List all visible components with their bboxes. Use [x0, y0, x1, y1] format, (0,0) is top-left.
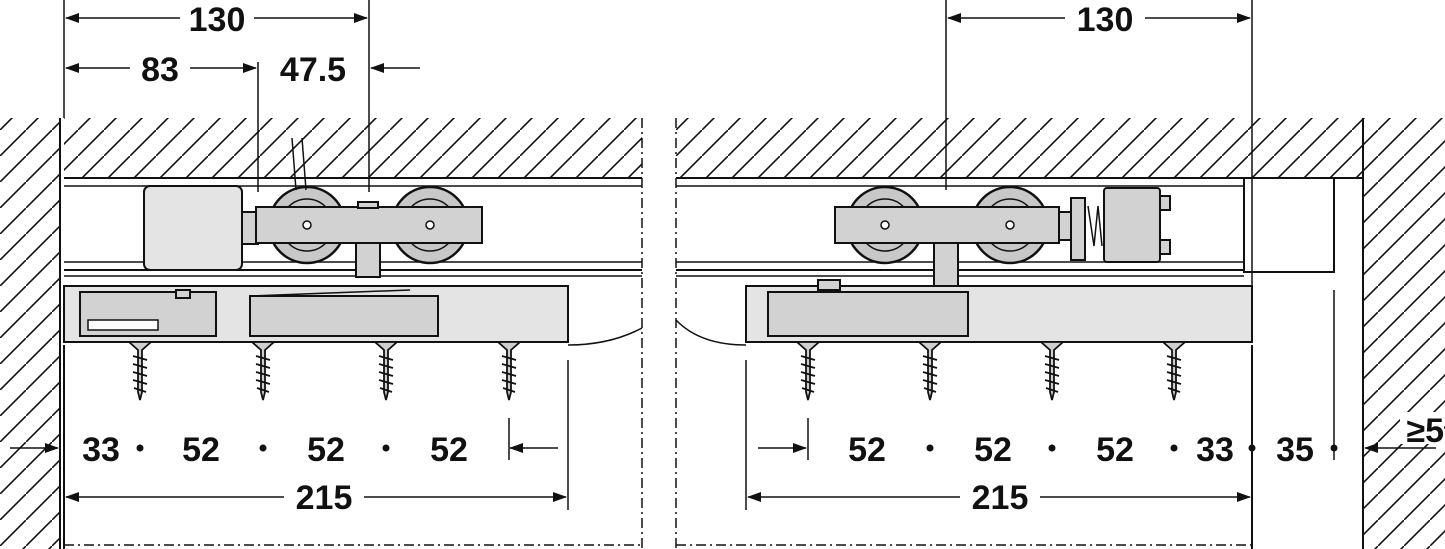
left-dim-130: 130: [189, 1, 246, 39]
right-wall: [1362, 118, 1445, 549]
right-spacing-33: 33: [1196, 431, 1234, 469]
left-ceiling: [64, 118, 642, 178]
left-overall-215: 215: [296, 479, 353, 517]
right-ceiling: [676, 118, 1362, 178]
right-wall-clearance: ≥5: [1406, 412, 1444, 450]
left-dim-47-5: 47.5: [280, 51, 346, 89]
right-spacing-35: 35: [1276, 431, 1314, 469]
right-roller-carriage: [834, 185, 1060, 289]
right-overall-215: 215: [972, 479, 1029, 517]
left-damper-block: [143, 185, 259, 271]
right-spacing-52-b: 52: [974, 431, 1012, 469]
left-screws: [128, 341, 521, 401]
right-door-profile: [675, 279, 1253, 346]
left-roller-carriage: [255, 185, 483, 278]
right-dim-130: 130: [1077, 1, 1134, 39]
right-stopper-spring: [1058, 187, 1171, 263]
left-door-profile: [63, 285, 643, 346]
right-screws: [796, 341, 1186, 401]
left-wall: [0, 118, 61, 549]
left-dim-83: 83: [141, 51, 179, 89]
left-spacing-52-a: 52: [182, 431, 220, 469]
left-door-panel: [63, 118, 643, 549]
right-spacing-52-c: 52: [1096, 431, 1134, 469]
left-spacing-52-b: 52: [307, 431, 345, 469]
right-spacing-52-a: 52: [848, 431, 886, 469]
left-spacing-52-c: 52: [430, 431, 468, 469]
left-spacing-33: 33: [82, 431, 120, 469]
